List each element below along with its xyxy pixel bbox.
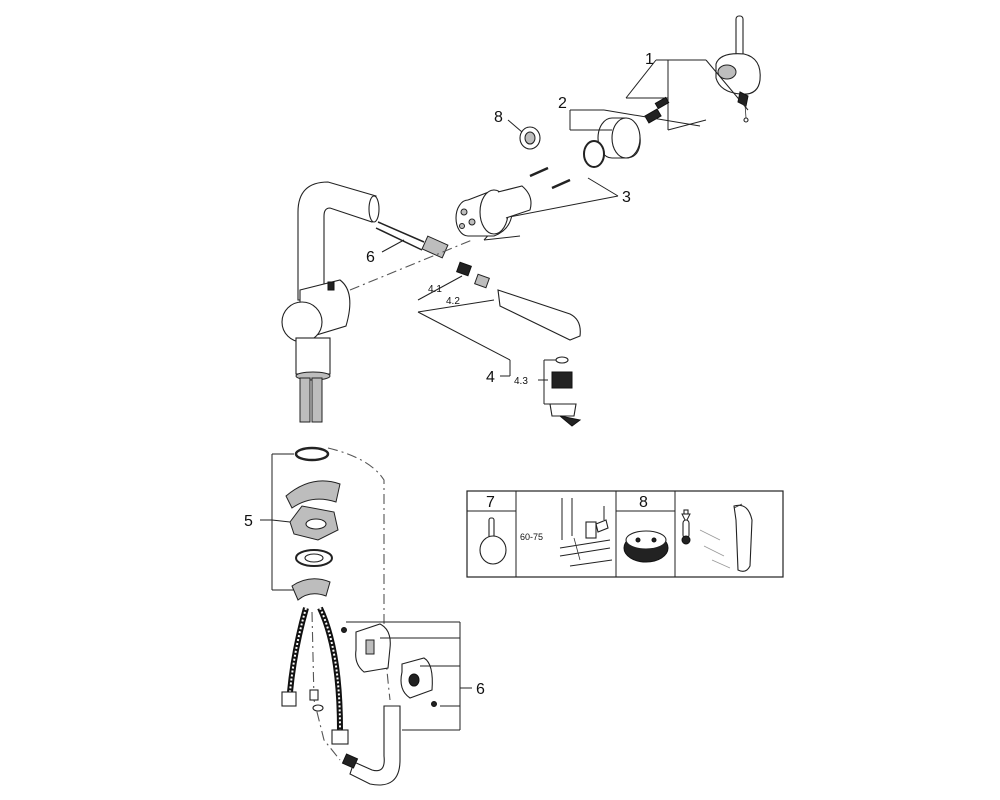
- centre-line-body: [349, 239, 473, 291]
- callout-4-label: 4: [486, 369, 495, 386]
- spray-hose-part: [375, 221, 449, 259]
- faucet-body: [281, 181, 380, 381]
- callout-4-2-label: 4.2: [446, 296, 460, 307]
- callout-5-label: 5: [244, 513, 253, 530]
- callout-6-spray-leader: [381, 239, 405, 253]
- panel-install-drawing: [559, 498, 613, 567]
- callout-1-leaders: [625, 59, 749, 131]
- hose-guide-pipe: [341, 705, 401, 786]
- callout-4-3-label: 4.3: [514, 376, 528, 387]
- panel-7-handle-icon: [479, 517, 507, 565]
- panel-dim-text: 60-75: [520, 532, 543, 542]
- panel-8-cap-icon: [623, 530, 669, 563]
- hose-bracket-part: [341, 623, 437, 707]
- panel-lever-icon: [699, 503, 753, 572]
- spray-head-part: [456, 261, 582, 427]
- handle-screw-part: [644, 96, 670, 124]
- callout-1-label: 1: [645, 51, 654, 68]
- panel-7-label: 7: [486, 494, 495, 511]
- callout-2-leaders: [569, 109, 701, 131]
- callout-4-1-label: 4.1: [428, 284, 442, 295]
- cartridge-screws: [529, 166, 571, 190]
- supply-pipes: [299, 377, 323, 423]
- lever-handle-part: [715, 15, 761, 123]
- flex-hoses: [281, 606, 349, 745]
- callout-4-leaders: [417, 275, 556, 405]
- thermometer-icon: [681, 509, 691, 545]
- callout-8-label: 8: [494, 109, 503, 126]
- mounting-set-part: [285, 446, 341, 601]
- part-8-cap: [519, 126, 541, 150]
- callout-3-label: 3: [622, 189, 631, 206]
- cartridge-part: [455, 185, 532, 237]
- center-line-lower: [311, 611, 341, 761]
- cartridge-cap-part: [597, 117, 641, 159]
- hose-route-line: [327, 447, 391, 701]
- o-ring-part: [583, 140, 605, 168]
- info-panel: [466, 490, 784, 578]
- callout-5-bracket: [260, 453, 294, 591]
- callout-6-bracket-leaders: [346, 621, 472, 731]
- callout-6-bracket-label: 6: [476, 681, 485, 698]
- callout-6-spray-label: 6: [366, 249, 375, 266]
- callout-8-leader: [507, 119, 523, 133]
- panel-8-label: 8: [639, 494, 648, 511]
- callout-2-label: 2: [558, 95, 567, 112]
